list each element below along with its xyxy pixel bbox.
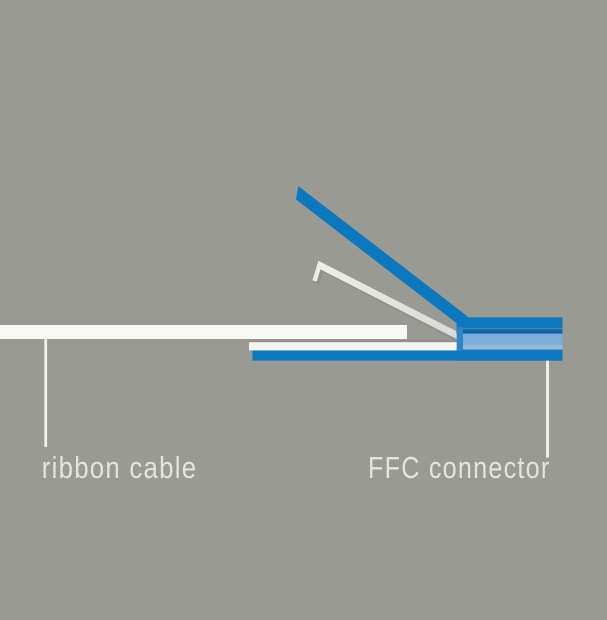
svg-text:FFC connector: FFC connector — [368, 450, 551, 485]
svg-text:ribbon cable: ribbon cable — [42, 450, 198, 485]
